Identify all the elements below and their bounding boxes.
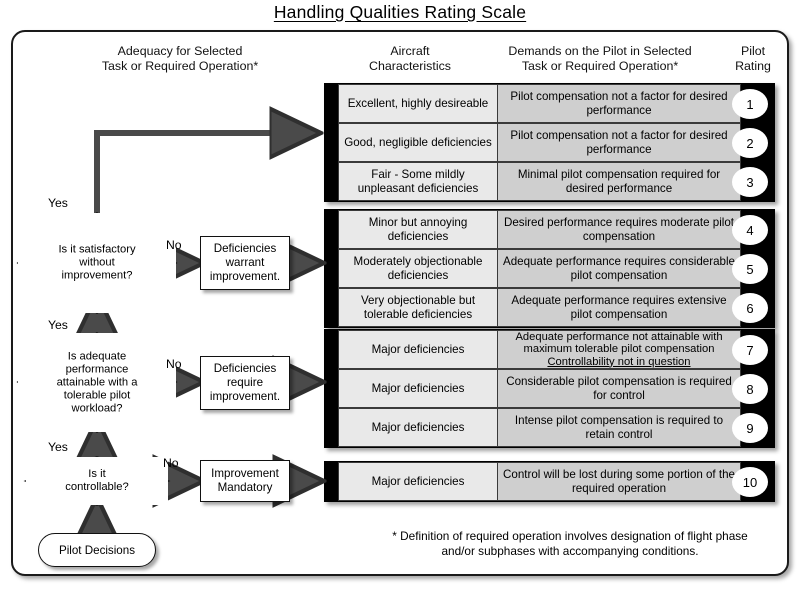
table-row: Major deficiencies Intense pilot compens… — [338, 408, 741, 447]
pilot-demands-cell: Adequate performance not attainable with… — [498, 330, 741, 369]
page-title: Handling Qualities Rating Scale — [273, 2, 527, 22]
pilot-demands-cell: Considerable pilot compensation is requi… — [498, 369, 741, 408]
process-line1: Deficiencies — [213, 242, 277, 255]
pilot-demands-cell: Adequate performance requires considerab… — [498, 249, 741, 288]
decision-line3: improvement? — [61, 269, 133, 282]
table-row: Fair - Some mildly unpleasant deficienci… — [338, 162, 741, 201]
decision-label: Is it satisfactory without improvement? — [18, 244, 176, 283]
decision-line1: Is it — [88, 468, 106, 480]
footnote: * Definition of required operation invol… — [368, 529, 772, 559]
aircraft-characteristics-cell: Major deficiencies — [338, 369, 498, 408]
pilot-rating-badge: 2 — [732, 128, 768, 158]
rating-group-deficiencies-warrant-improvement: Minor but annoying deficiencies Desired … — [324, 209, 775, 328]
decision-is-it-satisfactory: Is it satisfactory without improvement? — [18, 213, 176, 313]
demands-line1: Adequate performance not attainable with — [515, 330, 723, 343]
decision-line3: attainable with a — [56, 376, 138, 388]
footnote-line1: * Definition of required operation invol… — [392, 529, 748, 543]
pilot-demands-cell: Intense pilot compensation is required t… — [498, 408, 741, 447]
process-line3: improvement. — [209, 270, 281, 283]
pilot-demands-cell: Control will be lost during some portion… — [498, 462, 741, 501]
pilot-demands-cell: Pilot compensation not a factor for desi… — [498, 123, 741, 162]
edge-label-yes-adequate: Yes — [48, 318, 68, 332]
pilot-rating-badge: 6 — [732, 293, 768, 323]
pilot-rating-badge: 4 — [732, 215, 768, 245]
pilot-demands-cell: Pilot compensation not a factor for desi… — [498, 84, 741, 123]
decision-line2: performance — [65, 363, 129, 375]
rating-group-deficiencies-require-improvement: Major deficiencies Adequate performance … — [324, 329, 775, 448]
process-line2: Mandatory — [217, 481, 273, 494]
aircraft-characteristics-cell: Major deficiencies — [338, 462, 498, 501]
demands-line2: maximum tolerable pilot compensation — [523, 343, 715, 356]
aircraft-characteristics-cell: Major deficiencies — [338, 330, 498, 369]
adequacy-header-line2: Task or Required Operation* — [101, 59, 259, 73]
decision-line2: controllable? — [65, 481, 129, 493]
decision-is-adequate-performance-attainable: Is adequate performance attainable with … — [18, 333, 176, 432]
column-header-adequacy: Adequacy for Selected Task or Required O… — [30, 44, 330, 74]
pilot-demands-cell: Desired performance requires moderate pi… — [498, 210, 741, 249]
table-row: Very objectionable but tolerable deficie… — [338, 288, 741, 327]
process-line2: warrant — [225, 256, 265, 269]
rating-group-satisfactory: Excellent, highly desireable Pilot compe… — [324, 83, 775, 202]
decision-is-it-controllable: Is it controllable? — [26, 457, 168, 505]
process-deficiencies-require-improvement: Deficiencies require improvement. — [200, 356, 290, 410]
aircraft-characteristics-cell: Good, negligible deficiencies — [338, 123, 498, 162]
rating-header-line2: Rating — [735, 59, 771, 73]
decision-label: Is it controllable? — [26, 468, 168, 494]
edge-label-yes-satisfactory: Yes — [48, 196, 68, 210]
start-node-pilot-decisions: Pilot Decisions — [38, 533, 156, 567]
process-line2: require — [226, 376, 264, 389]
pilot-rating-badge: 10 — [732, 467, 768, 497]
decision-line5: workload? — [71, 402, 123, 414]
decision-line4: tolerable pilot — [63, 389, 131, 401]
process-improvement-mandatory: Improvement Mandatory — [200, 460, 290, 502]
column-header-pilot-rating: Pilot Rating — [722, 44, 784, 74]
pilot-rating-badge: 8 — [732, 374, 768, 404]
aircraft-characteristics-cell: Excellent, highly desireable — [338, 84, 498, 123]
aircraft-header-line2: Characteristics — [369, 59, 451, 73]
edge-label-yes-controllable: Yes — [48, 440, 68, 454]
pilot-rating-badge: 5 — [732, 254, 768, 284]
column-header-demands: Demands on the Pilot in Selected Task or… — [470, 44, 730, 74]
rating-group-improvement-mandatory: Major deficiencies Control will be lost … — [324, 461, 775, 502]
pilot-rating-badge: 1 — [732, 89, 768, 119]
table-row: Major deficiencies Control will be lost … — [338, 462, 741, 501]
aircraft-characteristics-cell: Very objectionable but tolerable deficie… — [338, 288, 498, 327]
aircraft-characteristics-cell: Moderately objectionable deficiencies — [338, 249, 498, 288]
decision-label: Is adequate performance attainable with … — [18, 350, 176, 415]
edge-label-no-satisfactory: No — [166, 238, 182, 252]
decision-line2: without — [79, 256, 115, 269]
pilot-rating-badge: 3 — [732, 167, 768, 197]
start-node-label: Pilot Decisions — [58, 543, 136, 557]
pilot-demands-cell: Adequate performance requires extensive … — [498, 288, 741, 327]
process-line1: Deficiencies — [213, 362, 277, 375]
table-row: Major deficiencies Considerable pilot co… — [338, 369, 741, 408]
pilot-rating-badge: 7 — [732, 335, 768, 365]
demands-line3-underlined: Controllability not in question — [547, 355, 691, 368]
process-line3: improvement. — [209, 390, 281, 403]
process-line1: Improvement — [211, 467, 279, 480]
decision-line1: Is it satisfactory — [58, 243, 136, 256]
pilot-demands-cell: Minimal pilot compensation required for … — [498, 162, 741, 201]
aircraft-characteristics-cell: Fair - Some mildly unpleasant deficienci… — [338, 162, 498, 201]
column-header-aircraft-characteristics: Aircraft Characteristics — [330, 44, 490, 74]
table-row: Moderately objectionable deficiencies Ad… — [338, 249, 741, 288]
table-row: Major deficiencies Adequate performance … — [338, 330, 741, 369]
table-row: Good, negligible deficiencies Pilot comp… — [338, 123, 741, 162]
edge-label-no-controllable: No — [163, 456, 179, 470]
pilot-rating-badge: 9 — [732, 413, 768, 443]
aircraft-characteristics-cell: Major deficiencies — [338, 408, 498, 447]
table-row: Excellent, highly desireable Pilot compe… — [338, 84, 741, 123]
process-deficiencies-warrant-improvement: Deficiencies warrant improvement. — [200, 236, 290, 290]
decision-line1: Is adequate — [67, 350, 127, 362]
demands-header-line2: Task or Required Operation* — [521, 59, 679, 73]
aircraft-characteristics-cell: Minor but annoying deficiencies — [338, 210, 498, 249]
adequacy-header-line1: Adequacy for Selected — [117, 44, 243, 58]
table-row: Minor but annoying deficiencies Desired … — [338, 210, 741, 249]
edge-label-no-adequate: No — [166, 357, 182, 371]
rating-header-line1: Pilot — [740, 44, 766, 58]
aircraft-header-line1: Aircraft — [390, 44, 430, 58]
demands-header-line1: Demands on the Pilot in Selected — [508, 44, 692, 58]
footnote-line2: and/or subphases with accompanying condi… — [441, 544, 699, 558]
